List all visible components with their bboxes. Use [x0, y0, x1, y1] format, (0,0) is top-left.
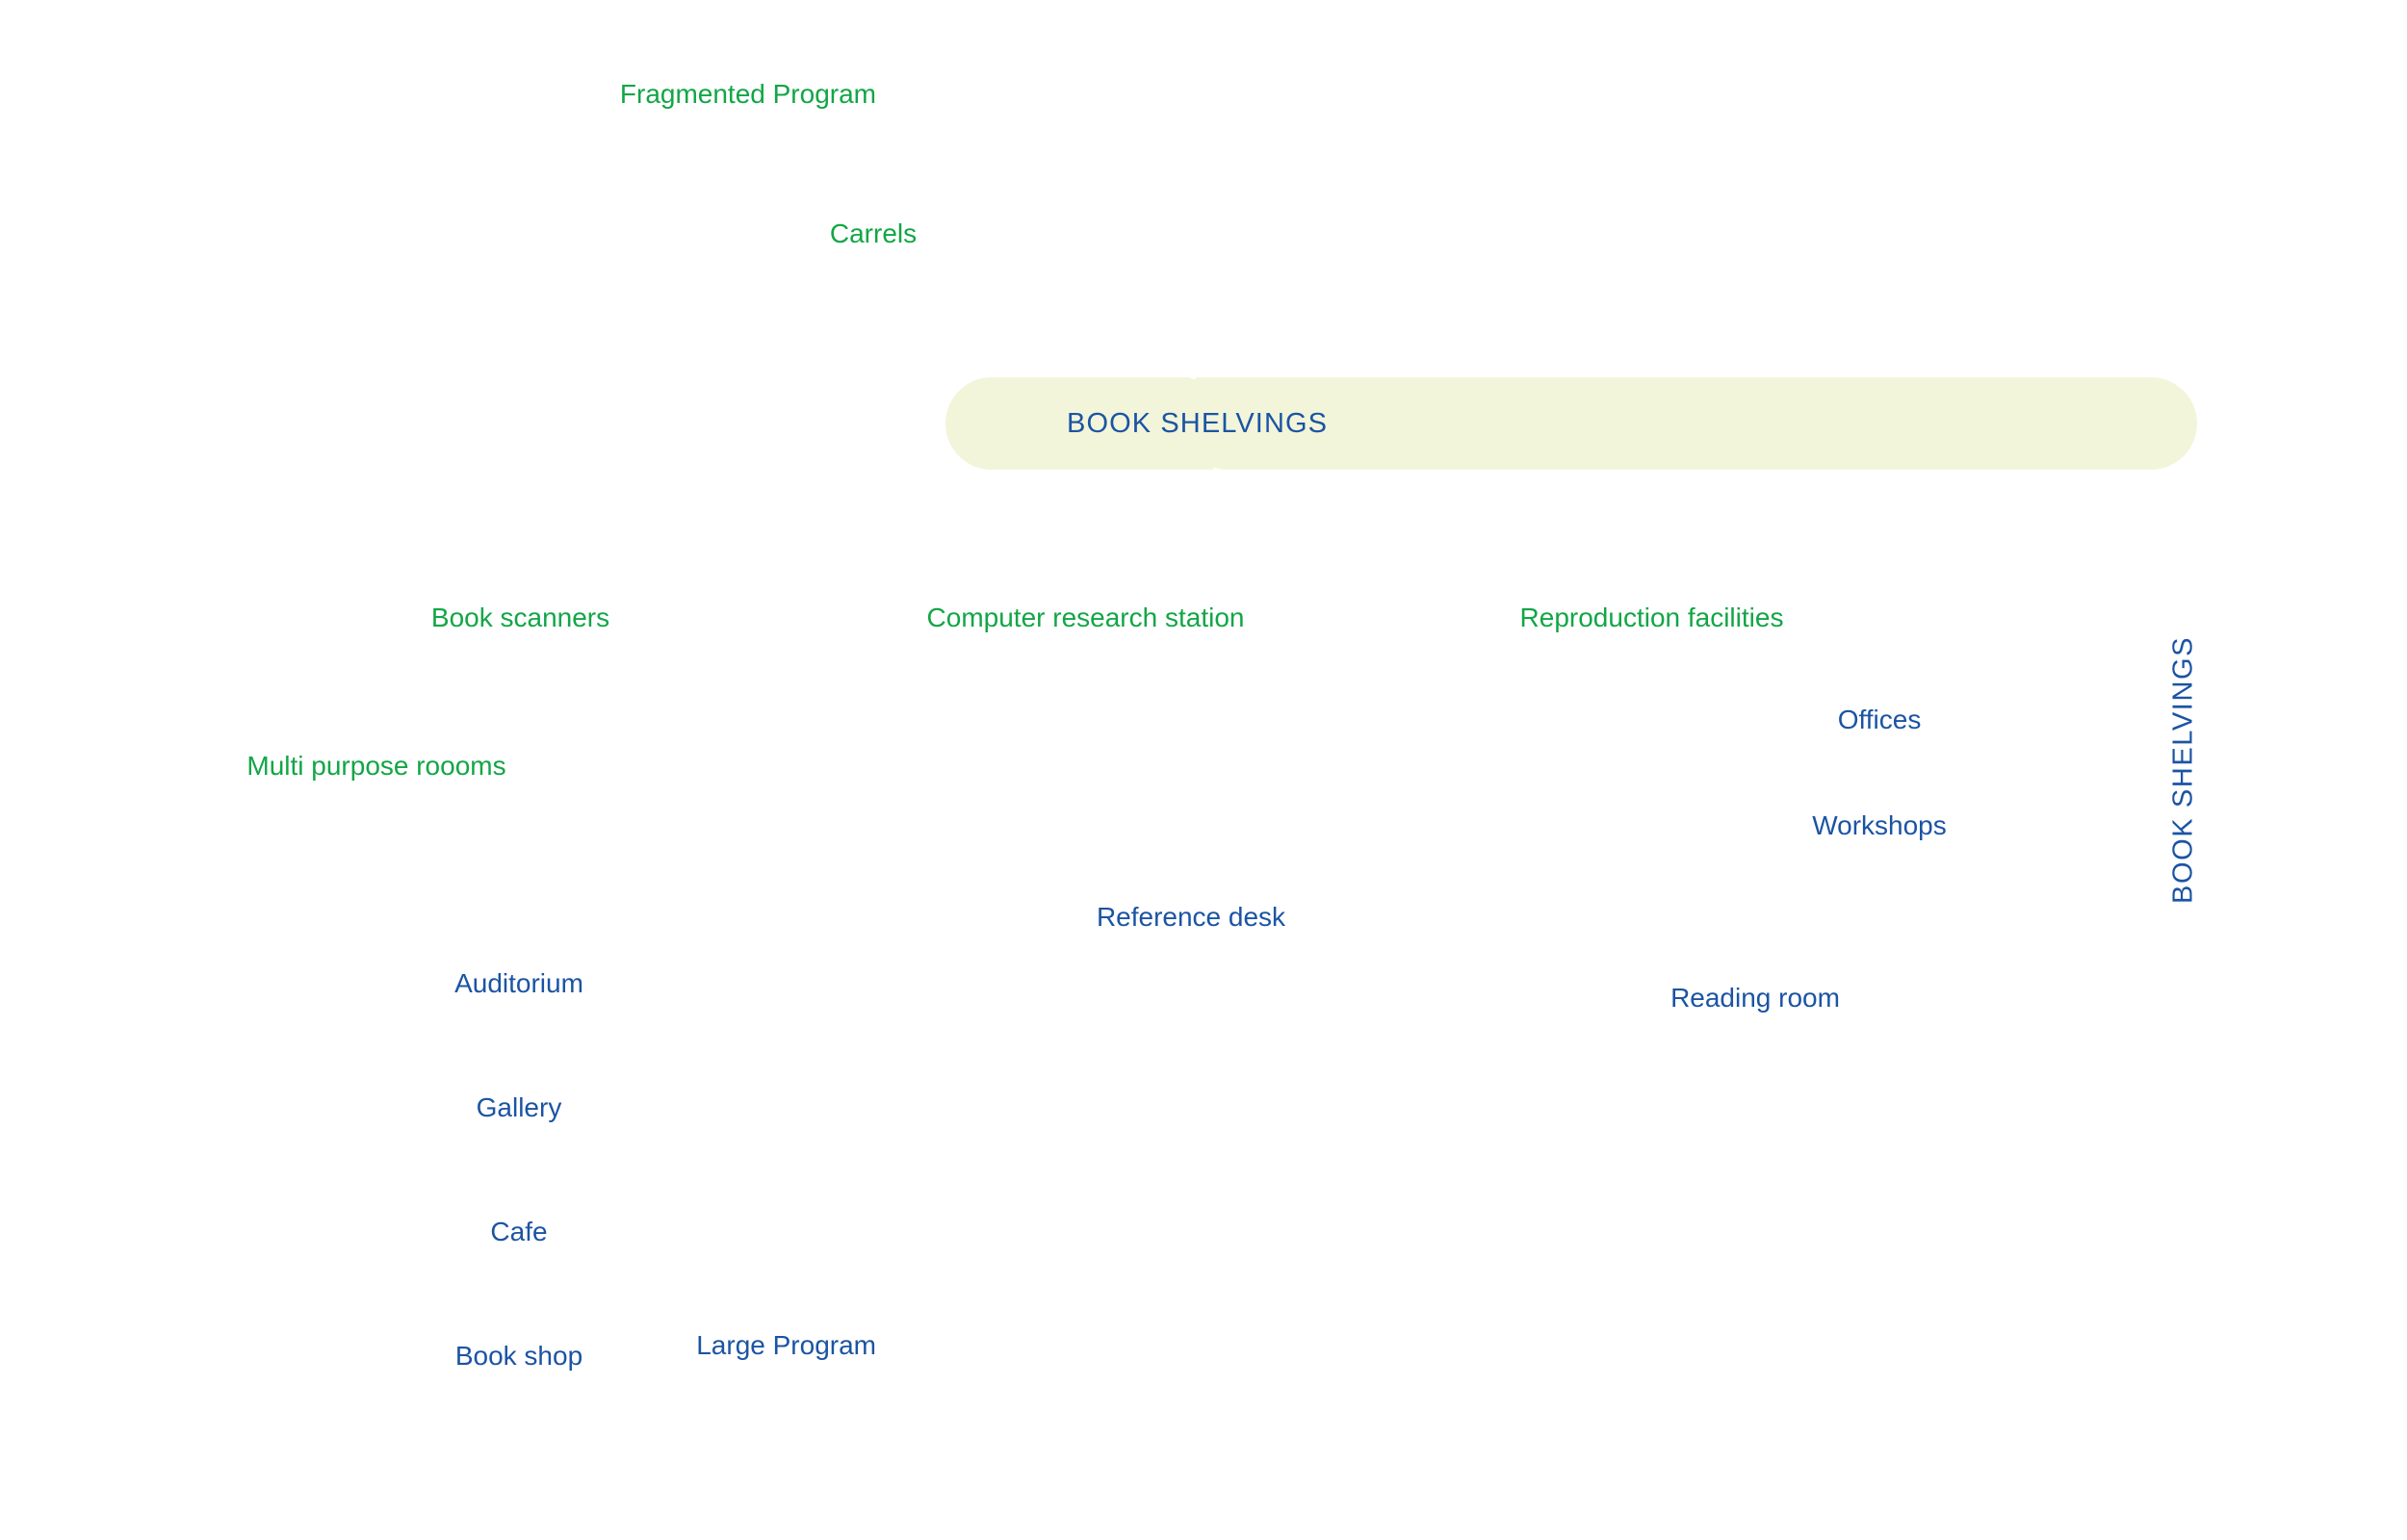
node-offices[interactable]: Offices	[1693, 683, 2066, 757]
node-label: Auditorium	[454, 967, 583, 998]
link-computer-station-to-reference-desk	[1087, 656, 1195, 878]
node-label: Event space	[1648, 1373, 1799, 1403]
node-event-space[interactable]: Event space	[1583, 1350, 1864, 1427]
link-book-scanners-to-reference-desk	[538, 655, 1193, 879]
node-label: Reference desk	[1096, 901, 1286, 932]
arrow-up-icon	[2271, 87, 2302, 110]
node-workshops[interactable]: Workshops	[1693, 789, 2066, 862]
node-label: Workshops	[1812, 809, 1947, 840]
node-reference-desk[interactable]: Reference desk	[945, 876, 1436, 959]
node-book-shop[interactable]: Book shop	[271, 1319, 767, 1394]
node-gallery[interactable]: Gallery	[271, 1070, 767, 1145]
link-book-shop-to-ent	[765, 1108, 1125, 1359]
node-multi-purpose[interactable]: Multi purpose roooms	[129, 726, 624, 807]
link-auditorium-to-ent	[766, 981, 1124, 1114]
link-carrels-to-book-shelvings-bar	[866, 268, 1197, 380]
axis-label-large: Large Program	[696, 1330, 876, 1360]
node-label: Offices	[1837, 704, 1922, 734]
link-ent-to-event-space	[1263, 1129, 1585, 1391]
node-label: Multi purpose roooms	[246, 750, 506, 781]
link-ent-to-exterior-court	[1263, 1114, 1585, 1286]
node-label: Book scanners	[430, 602, 610, 632]
link-multi-purpose-to-reference-desk	[623, 757, 1193, 879]
node-label: Computer research station	[926, 602, 1245, 632]
node-computer-station[interactable]: Computer research station	[837, 578, 1334, 658]
link-gallery-to-ent	[766, 1105, 1124, 1114]
node-label: Gallery	[476, 1091, 562, 1122]
node-ent[interactable]: ENT	[1123, 1042, 1265, 1179]
program-axis-dotted-line	[2280, 98, 2293, 1396]
node-auditorium[interactable]: Auditorium	[271, 946, 767, 1021]
node-book-scanners[interactable]: Book scanners	[272, 578, 768, 658]
link-offices-to-reference-desk	[1435, 717, 1695, 911]
arrow-down-icon	[2271, 1388, 2302, 1411]
node-exterior-court[interactable]: Exterior courtyard	[1583, 1245, 1864, 1322]
node-reading-room[interactable]: Reading room	[1508, 959, 2003, 1038]
node-label: Cafe	[490, 1216, 548, 1246]
link-book-shelvings-to-book-scanners	[577, 467, 964, 580]
node-label: Exterior courtyard	[1617, 1267, 1830, 1297]
axis-label-fragmented: Fragmented Program	[619, 79, 876, 109]
node-reproduction[interactable]: Reproduction facilities	[1403, 578, 1901, 658]
node-label: ENT	[1166, 1095, 1222, 1125]
book-shelvings-horizontal-label: BOOK SHELVINGS	[1067, 407, 1329, 439]
book-shelvings-horizontal-mass: BOOK SHELVINGS	[945, 377, 2197, 470]
link-book-shelvings-to-reproduction	[1212, 467, 1638, 580]
node-label: Reading room	[1670, 982, 1840, 1013]
node-carrels[interactable]: Carrels	[624, 197, 1123, 270]
link-cafe-to-ent	[766, 1108, 1124, 1235]
node-cafe[interactable]: Cafe	[271, 1194, 767, 1270]
node-label: Reproduction facilities	[1519, 602, 1784, 632]
link-workshops-to-reference-desk	[1436, 823, 1694, 915]
link-book-shelvings-to-computer-station	[1109, 469, 1158, 578]
link-reproduction-to-reference-desk	[1190, 655, 1504, 879]
node-label: Carrels	[829, 218, 918, 248]
node-label: Book shop	[454, 1340, 583, 1371]
